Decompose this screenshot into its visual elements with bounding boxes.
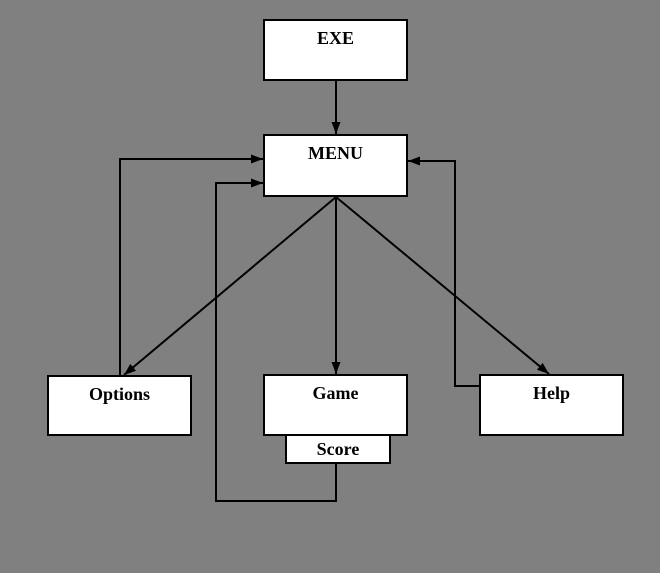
edge-menu-to-help bbox=[335, 196, 550, 375]
edge-options-to-menu bbox=[119, 154, 263, 375]
edge-menu-to-options bbox=[123, 196, 337, 376]
node-score: Score bbox=[285, 434, 391, 464]
edge-help-to-menu bbox=[408, 156, 479, 387]
node-menu: MENU bbox=[263, 134, 408, 197]
node-label: Help bbox=[532, 383, 570, 403]
edge-score-to-menu bbox=[215, 178, 337, 502]
node-options: Options bbox=[47, 375, 192, 436]
node-game: Game bbox=[263, 374, 408, 436]
node-label: Score bbox=[316, 438, 360, 459]
node-label: Options bbox=[88, 384, 151, 404]
node-label: EXE bbox=[316, 28, 354, 48]
node-label: MENU bbox=[308, 143, 363, 163]
node-label: Game bbox=[312, 383, 359, 403]
node-exe: EXE bbox=[263, 19, 408, 81]
node-help: Help bbox=[479, 374, 624, 436]
